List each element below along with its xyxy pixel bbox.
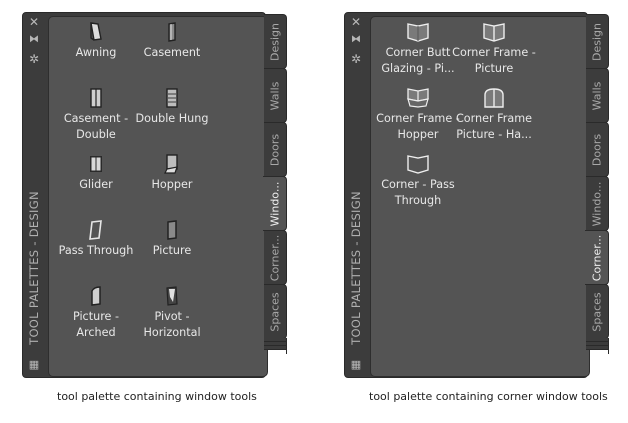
- caption-window-tools: tool palette containing window tools: [57, 390, 257, 403]
- tab-design[interactable]: Design: [264, 14, 287, 69]
- tool-label: Hopper: [151, 178, 193, 191]
- more-tabs-stack[interactable]: [586, 338, 609, 354]
- palette-menu-icon[interactable]: ▦: [350, 358, 362, 371]
- tool-corner-frame-picture-ha[interactable]: Corner Frame Picture - Ha...: [451, 87, 537, 143]
- casement-double-window-icon: [86, 87, 106, 109]
- palette-title-bar[interactable]: ✕ ⧓ ✲ TOOL PALETTES - DESIGN ▦: [345, 13, 367, 377]
- tab-corner[interactable]: Corner...: [264, 230, 287, 285]
- hopper-window-icon: [162, 153, 182, 175]
- caption-corner-window-tools: tool palette containing corner window to…: [369, 390, 608, 403]
- tool-hopper[interactable]: Hopper: [129, 153, 215, 193]
- tab-windo[interactable]: Windo...: [586, 176, 609, 231]
- palette-menu-icon[interactable]: ▦: [28, 358, 40, 371]
- palette-title: TOOL PALETTES - DESIGN: [349, 191, 363, 345]
- tab-label: Spaces: [590, 291, 604, 332]
- corner-frame-picture-icon: [482, 21, 506, 43]
- casement-window-icon: [162, 21, 182, 43]
- tab-label: Corner...: [268, 234, 282, 281]
- tool-label: Picture: [152, 244, 192, 257]
- tool-label: Corner - Pass Through: [381, 178, 455, 207]
- tool-corner-butt-glazing-pi[interactable]: Corner Butt Glazing - Pi...: [375, 21, 461, 77]
- tool-pass-through[interactable]: Pass Through: [53, 219, 139, 259]
- tab-spaces[interactable]: Spaces: [586, 284, 609, 339]
- tool-corner-pass-through[interactable]: Corner - Pass Through: [375, 153, 461, 209]
- tool-casement[interactable]: Casement: [129, 21, 215, 61]
- corner-frame-hopper-icon: [406, 87, 430, 109]
- palette-content: Corner Butt Glazing - Pi...Corner Frame …: [370, 16, 590, 377]
- close-icon[interactable]: ✕: [28, 15, 40, 29]
- tab-label: Design: [268, 22, 282, 61]
- tool-label: Corner Frame - Hopper: [376, 112, 460, 141]
- tool-label: Corner Frame - Picture: [452, 46, 536, 75]
- tool-casement-double[interactable]: Casement - Double: [53, 87, 139, 143]
- tab-doors[interactable]: Doors: [264, 122, 287, 177]
- more-tabs-stack[interactable]: [264, 338, 287, 354]
- tool-label: Pass Through: [58, 244, 134, 257]
- tab-label: Walls: [590, 81, 604, 110]
- tool-corner-frame-hopper[interactable]: Corner Frame - Hopper: [375, 87, 461, 143]
- tool-awning[interactable]: Awning: [53, 21, 139, 61]
- pass-through-window-icon: [86, 219, 106, 241]
- double-hung-window-icon: [162, 87, 182, 109]
- glider-window-icon: [86, 153, 106, 175]
- corner-butt-glazing-icon: [406, 21, 430, 43]
- tool-label: Corner Butt Glazing - Pi...: [381, 46, 455, 75]
- tool-picture-arched[interactable]: Picture - Arched: [53, 285, 139, 341]
- close-icon[interactable]: ✕: [350, 15, 362, 29]
- tab-design[interactable]: Design: [586, 14, 609, 69]
- tab-label: Design: [590, 22, 604, 61]
- tab-doors[interactable]: Doors: [586, 122, 609, 177]
- tool-label: Double Hung: [135, 112, 209, 125]
- tab-label: Doors: [590, 133, 604, 166]
- tab-corner[interactable]: Corner...: [585, 230, 609, 285]
- tab-spaces[interactable]: Spaces: [264, 284, 287, 339]
- tab-label: Windo...: [590, 181, 604, 226]
- auto-hide-icon[interactable]: ⧓: [29, 34, 39, 45]
- auto-hide-icon[interactable]: ⧓: [351, 34, 361, 45]
- tool-label: Pivot - Horizontal: [143, 310, 201, 339]
- tool-label: Awning: [75, 46, 117, 59]
- tab-label: Spaces: [268, 291, 282, 332]
- corner-window-tools-palette: ✕ ⧓ ✲ TOOL PALETTES - DESIGN ▦ Corner Bu…: [344, 12, 612, 378]
- tab-walls[interactable]: Walls: [586, 68, 609, 123]
- tool-label: Corner Frame Picture - Ha...: [455, 112, 533, 141]
- tool-glider[interactable]: Glider: [53, 153, 139, 193]
- tab-label: Doors: [268, 133, 282, 166]
- tab-label: Walls: [268, 81, 282, 110]
- tool-label: Casement: [143, 46, 201, 59]
- picture-arched-window-icon: [86, 285, 106, 307]
- tab-label: Windo...: [268, 181, 281, 226]
- corner-pass-through-icon: [406, 153, 430, 175]
- tab-windo[interactable]: Windo...: [263, 176, 287, 231]
- palette-frame: ✕ ⧓ ✲ TOOL PALETTES - DESIGN ▦ Corner Bu…: [344, 12, 590, 378]
- tool-label: Casement - Double: [63, 112, 129, 141]
- awning-window-icon: [86, 21, 106, 43]
- corner-frame-picture-half-icon: [482, 87, 506, 109]
- tab-label: Corner...: [590, 234, 603, 281]
- palette-title-bar[interactable]: ✕ ⧓ ✲ TOOL PALETTES - DESIGN ▦: [23, 13, 45, 377]
- pivot-horizontal-window-icon: [162, 285, 182, 307]
- tool-corner-frame-picture[interactable]: Corner Frame - Picture: [451, 21, 537, 77]
- properties-icon[interactable]: ✲: [350, 52, 362, 66]
- tab-walls[interactable]: Walls: [264, 68, 287, 123]
- tool-picture[interactable]: Picture: [129, 219, 215, 259]
- tool-double-hung[interactable]: Double Hung: [129, 87, 215, 127]
- picture-window-icon: [162, 219, 182, 241]
- tool-label: Picture - Arched: [72, 310, 120, 339]
- tool-label: Glider: [79, 178, 113, 191]
- properties-icon[interactable]: ✲: [28, 52, 40, 66]
- tool-pivot-horizontal[interactable]: Pivot - Horizontal: [129, 285, 215, 341]
- palette-title: TOOL PALETTES - DESIGN: [27, 191, 41, 345]
